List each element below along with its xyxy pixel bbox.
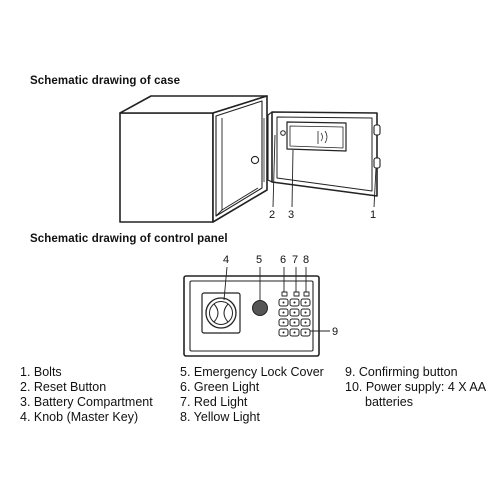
legend-item: 8. Yellow Light [180, 410, 260, 424]
keypad [278, 298, 311, 337]
callout-4: 4 [223, 254, 229, 266]
callout-6: 6 [280, 254, 286, 266]
legend-column-2: 5. Emergency Lock Cover 6. Green Light 7… [180, 365, 324, 425]
callout-2: 2 [269, 209, 275, 221]
legend-item: 10. Power supply: 4 X AA [345, 380, 487, 394]
panel-outer-frame [183, 275, 320, 357]
callout-9: 9 [332, 326, 338, 338]
legend-item: 4. Knob (Master Key) [20, 410, 139, 424]
case-opening [215, 100, 263, 217]
knob-housing [201, 292, 241, 334]
legend-column-1: 1. Bolts 2. Reset Button 3. Battery Comp… [20, 365, 153, 425]
panel-leader-lines [223, 266, 330, 332]
control-panel-drawing [183, 275, 320, 357]
bolt-bottom-icon [373, 157, 381, 169]
legend-item: batteries [365, 395, 413, 409]
safe-case-drawing [119, 95, 268, 223]
confirming-button-icon [300, 328, 311, 337]
callout-7: 7 [292, 254, 298, 266]
legend-column-3: 9. Confirming button 10. Power supply: 4… [345, 365, 486, 410]
legend-item: 5. Emergency Lock Cover [180, 365, 324, 379]
red-light-icon [293, 291, 300, 297]
panel-callout-labels: 4 5 6 7 8 9 [223, 254, 338, 338]
legend-item: 6. Green Light [180, 380, 260, 394]
case-callout-labels: 2 3 1 [269, 209, 376, 221]
callout-3: 3 [288, 209, 294, 221]
callout-5: 5 [256, 254, 262, 266]
yellow-light-icon [303, 291, 310, 297]
case-leader-lines [272, 134, 377, 208]
frame-bolt-hole-icon [250, 155, 260, 165]
callout-1: 1 [370, 209, 376, 221]
case-heading: Schematic drawing of case [30, 75, 181, 87]
panel-heading: Schematic drawing of control panel [30, 233, 228, 245]
legend-item: 1. Bolts [20, 365, 62, 379]
safe-door-drawing [267, 111, 381, 197]
callout-8: 8 [303, 254, 309, 266]
green-light-icon [281, 291, 288, 297]
battery-compartment [286, 121, 347, 152]
case-front-face [119, 112, 214, 223]
reset-button-icon [280, 130, 286, 136]
legend-item: 3. Battery Compartment [20, 395, 153, 409]
legend-item: 2. Reset Button [20, 380, 107, 394]
keypad-dots [282, 301, 307, 334]
bolt-top-icon [373, 124, 381, 136]
legend-item: 7. Red Light [180, 395, 248, 409]
knob-icon [205, 297, 237, 329]
legend-item: 9. Confirming button [345, 365, 458, 379]
door-outline [271, 111, 378, 197]
emergency-lock-cover-icon [252, 300, 268, 316]
